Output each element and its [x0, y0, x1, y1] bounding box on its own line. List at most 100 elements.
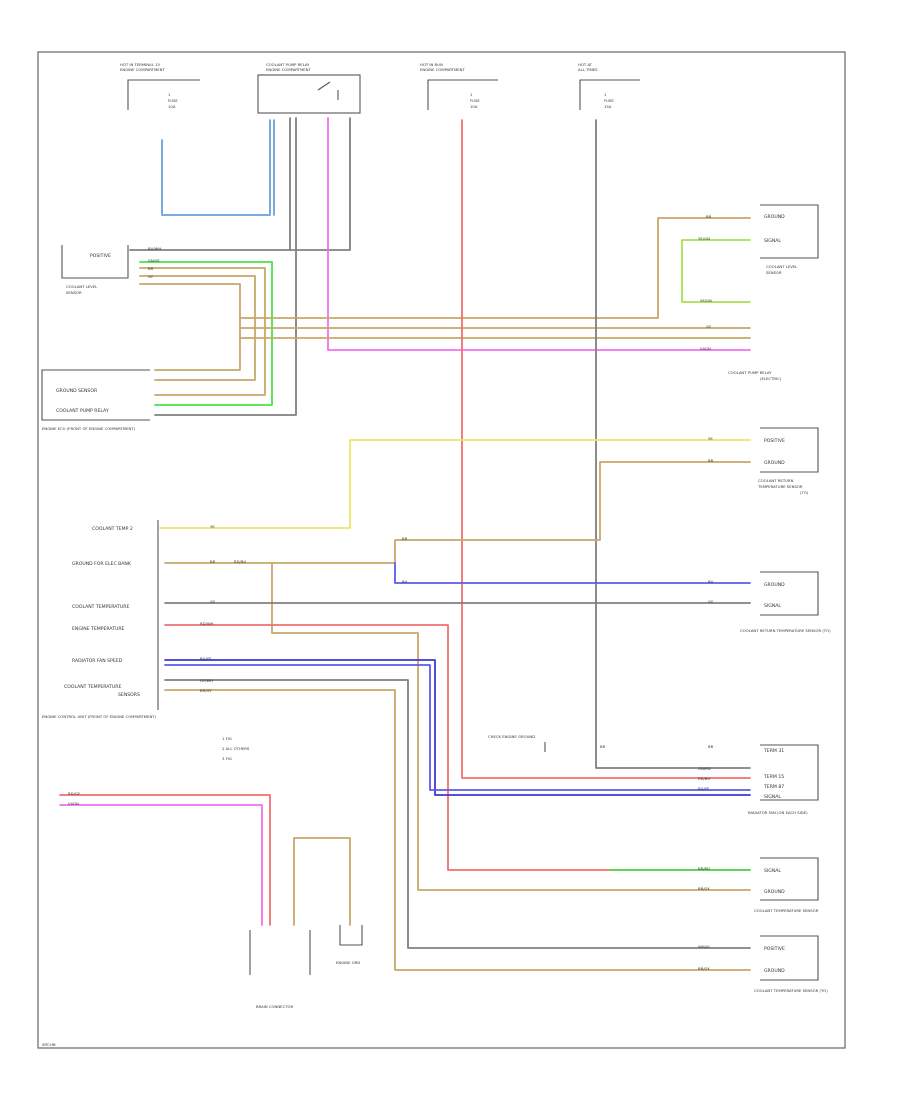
wl-br-mid: BR — [402, 536, 408, 541]
wire-pink-brain — [59, 804, 263, 926]
tsr-name: COOLANT RETURN — [758, 478, 794, 483]
wl-gy-coolant: GY — [210, 599, 216, 604]
wire-pink-long — [327, 117, 751, 351]
wire-relay-positive — [129, 117, 291, 251]
wl-gnrd: GN/RD — [698, 766, 711, 771]
level-sensor-right: GROUND SIGNAL COOLANT LEVEL SENSOR — [760, 204, 819, 275]
wl-rdbu-fan: RD/BU — [698, 776, 710, 781]
relay-top-sub: ENGINE COMPARTMENT — [266, 67, 312, 72]
wl-brrd: BR/RD — [698, 866, 710, 871]
wl-yegn-right: YE/GN — [698, 236, 710, 241]
cgu-caption: CHECK ENGINE GROUND — [488, 734, 535, 739]
wl-bu: BU — [402, 579, 408, 584]
wl-yegn-right-b: YE/GN — [700, 298, 712, 303]
wl-br-fan: BR — [600, 744, 606, 749]
fan-term15: TERM 15 — [763, 774, 784, 780]
wire-blue-fan-2 — [164, 664, 751, 791]
fan-right: TERM 31 TERM 15 TERM 87 SIGNAL RADIATOR … — [748, 744, 819, 815]
wl-gy: GY — [148, 274, 154, 279]
brain-caption: BRAIN CONNECTOR — [256, 1004, 294, 1009]
wl-gy-right: GY — [706, 324, 712, 329]
ecm-ground-bank: GROUND FOR ELEC BANK — [72, 561, 132, 567]
legend-3: 3 FIG — [222, 756, 232, 761]
wl-ye-right: YE — [708, 436, 713, 441]
wire-blue-fan — [164, 659, 751, 796]
wl-br: BR — [148, 266, 154, 271]
wire-red-engine — [164, 624, 751, 871]
lsr-sensor: SENSOR — [766, 270, 782, 275]
fuse-top-right-pin: 1 — [604, 92, 607, 97]
em-caption: ENGINE ECU (FRONT OF ENGINE COMPARTMENT) — [42, 426, 136, 431]
wire-tan-ground-bank — [164, 461, 751, 564]
em-ground: GROUND SENSOR — [56, 388, 98, 394]
lsr-signal: SIGNAL — [764, 238, 781, 244]
wire-fuse-relay — [161, 119, 271, 216]
fan-term31: TERM 31 — [763, 748, 784, 754]
wl-br-temp: BR — [708, 458, 714, 463]
fuse-top-mid-sub: ENGINE COMPARTMENT — [420, 67, 466, 72]
fuse-top-mid-title: HOT IN RUN — [420, 62, 443, 67]
fan-term87: TERM 87 — [763, 784, 784, 790]
relay-top: COOLANT PUMP RELAY ENGINE COMPARTMENT — [257, 62, 361, 114]
gsr-ground: GROUND — [764, 582, 785, 588]
pump-right: COOLANT PUMP RELAY (ELECTRIC) — [728, 370, 782, 381]
sra-caption: COOLANT TEMPERATURE SENSOR — [754, 908, 819, 913]
fuse-top-left-title: HOT IN TERMINAL 15 — [120, 62, 160, 67]
ecm-caption: ENGINE CONTROL UNIT (FRONT OF ENGINE COM… — [42, 714, 157, 719]
wire-yellow-temp2 — [159, 439, 751, 529]
wl-br-right: BR — [706, 214, 712, 219]
ecm-fan-speed: RADIATOR FAN SPEED — [72, 658, 123, 664]
gsr-signal: SIGNAL — [764, 603, 781, 609]
wire-tan-right-a — [239, 217, 751, 319]
sra-signal: SIGNAL — [764, 868, 781, 874]
wire-relay-gray — [289, 117, 351, 251]
ecm-engine-temp: ENGINE TEMPERATURE — [72, 626, 125, 632]
wire-blue-ground — [394, 562, 751, 584]
srb-ground: GROUND — [764, 968, 785, 974]
pump-right-elec: (ELECTRIC) — [760, 376, 782, 381]
fuse-top-mid-amp: 10A — [470, 104, 478, 109]
cls-sensor: SENSOR — [66, 290, 82, 295]
wire-gray-temp2 — [164, 679, 751, 949]
coolant-level-sensor-left: POSITIVE COOLANT LEVEL SENSOR — [61, 245, 129, 295]
wl-brgy: BR/GY — [200, 688, 212, 693]
wire-tan-2 — [139, 275, 256, 381]
fuse-top-left-sub: ENGINE COMPARTMENT — [120, 67, 166, 72]
ecm-coolant-temp: COOLANT TEMPERATURE — [72, 604, 129, 610]
wl-bu-right: BU — [708, 579, 714, 584]
sensor-right-a: SIGNAL GROUND COOLANT TEMPERATURE SENSOR — [754, 857, 819, 913]
temp-sensor-right: POSITIVE GROUND COOLANT RETURN TEMPERATU… — [757, 427, 819, 495]
wl-gywh: GY/WH — [200, 678, 213, 683]
fuse-top-right-sub: ALL TIMES — [578, 67, 598, 72]
fuse-top-mid-pin: 1 — [470, 92, 473, 97]
wl-vign-right: VI/GN — [700, 346, 711, 351]
wl-brgy-sensor-b: BR/GY — [698, 966, 710, 971]
tsr-positive: POSITIVE — [764, 438, 785, 444]
lsr-name: COOLANT LEVEL — [766, 264, 798, 269]
sensor-right-b: POSITIVE GROUND COOLANT TEMPERATURE SENS… — [754, 935, 828, 993]
ground-sensor-right: GROUND SIGNAL COOLANT RETURN TEMPERATURE… — [740, 571, 831, 633]
fuse-top-left-pin: 1 — [168, 92, 171, 97]
fuse-top-right: HOT AT ALL TIMES 1 FUSE 15A — [578, 62, 640, 110]
legend-2: 2 ALL OTHERS — [222, 746, 250, 751]
fuse-top-mid-fuse: FUSE — [470, 98, 480, 103]
fan-signal: SIGNAL — [764, 794, 781, 800]
sra-ground: GROUND — [764, 889, 785, 895]
wl-buwh: BU/WH — [148, 246, 161, 251]
pump-right-name: COOLANT PUMP RELAY — [728, 370, 772, 375]
wire-labels: BU/WH GN/YE BR GY BR YE/GN YE/GN GY VI/G… — [68, 214, 714, 971]
em-relay: COOLANT PUMP RELAY — [56, 408, 109, 414]
relay-top-title: COOLANT PUMP RELAY — [266, 62, 310, 67]
ground-note: ENGINE GRD — [336, 960, 360, 965]
engine-module: GROUND SENSOR COOLANT PUMP RELAY ENGINE … — [41, 369, 150, 431]
wl-rdwh: RD/WH — [200, 621, 214, 626]
wire-green-1 — [139, 261, 273, 406]
wire-yellowgreen-loop — [681, 239, 751, 303]
fuse-top-right-amp: 15A — [604, 104, 612, 109]
wl-rdgy: RD/GY — [68, 791, 81, 796]
ecm-sensors: SENSORS — [118, 692, 140, 698]
wl-rdbu: RD/BU — [234, 559, 246, 564]
fuse-top-left: HOT IN TERMINAL 15 ENGINE COMPARTMENT 1 … — [120, 62, 200, 110]
srb-caption: COOLANT TEMPERATURE SENSOR (TO) — [754, 988, 828, 993]
